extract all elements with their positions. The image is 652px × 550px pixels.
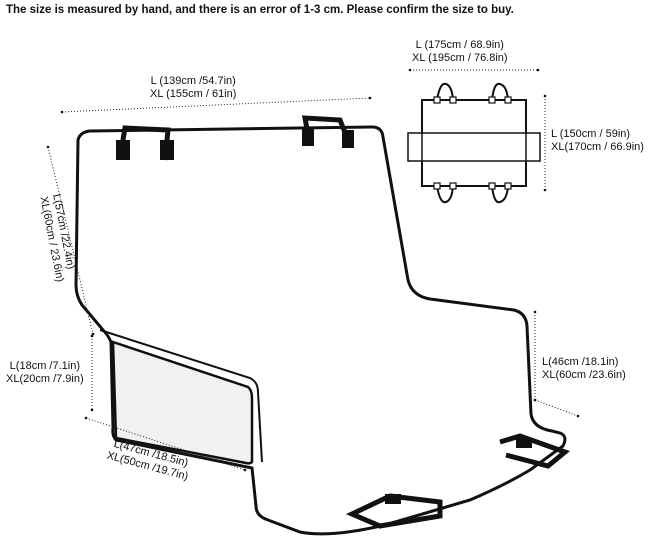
dim-front-flap-foot bbox=[533, 398, 580, 418]
flat-width-xl: XL (195cm / 76.8in) bbox=[412, 52, 508, 64]
side-flap-xl: XL(20cm /7.9in) bbox=[6, 373, 84, 385]
headrest-strap-right bbox=[301, 115, 354, 148]
seat-strap-bottom bbox=[345, 493, 443, 529]
seat-width-l: L (139cm /54.7in) bbox=[150, 75, 236, 87]
flat-length-xl: XL(170cm / 66.9in) bbox=[551, 141, 644, 153]
dimension-lines bbox=[46, 68, 580, 472]
flat-length-label: L (150cm / 59in) XL(170cm / 66.9in) bbox=[551, 128, 644, 154]
disclaimer-note: The size is measured by hand, and there … bbox=[6, 4, 514, 16]
dim-seat-width bbox=[60, 96, 372, 114]
seat-width-xl: XL (155cm / 61in) bbox=[150, 88, 237, 100]
flat-width-label: L (175cm / 68.9in) XL (195cm / 76.8in) bbox=[412, 39, 508, 65]
seat-fold-line bbox=[99, 329, 263, 463]
flat-width-l: L (175cm / 68.9in) bbox=[415, 39, 504, 51]
front-flap-xl: XL(60cm /23.6in) bbox=[542, 369, 626, 381]
headrest-strap-left bbox=[116, 125, 174, 161]
front-flap-label: L(46cm /18.1in) XL(60cm /23.6in) bbox=[542, 356, 626, 382]
flat-length-l: L (150cm / 59in) bbox=[551, 128, 631, 140]
flat-layout-diagram bbox=[407, 82, 541, 204]
seat-strap-right bbox=[499, 433, 570, 469]
seat-width-label: L (139cm /54.7in) XL (155cm / 61in) bbox=[150, 75, 236, 101]
front-flap-l: L(46cm /18.1in) bbox=[542, 356, 619, 368]
side-flap-label: L(18cm /7.1in) XL(20cm /7.9in) bbox=[6, 360, 84, 386]
dim-backrest-height bbox=[46, 145, 95, 336]
side-flap-l: L(18cm /7.1in) bbox=[9, 360, 80, 372]
dim-seat-depth bbox=[84, 416, 247, 472]
